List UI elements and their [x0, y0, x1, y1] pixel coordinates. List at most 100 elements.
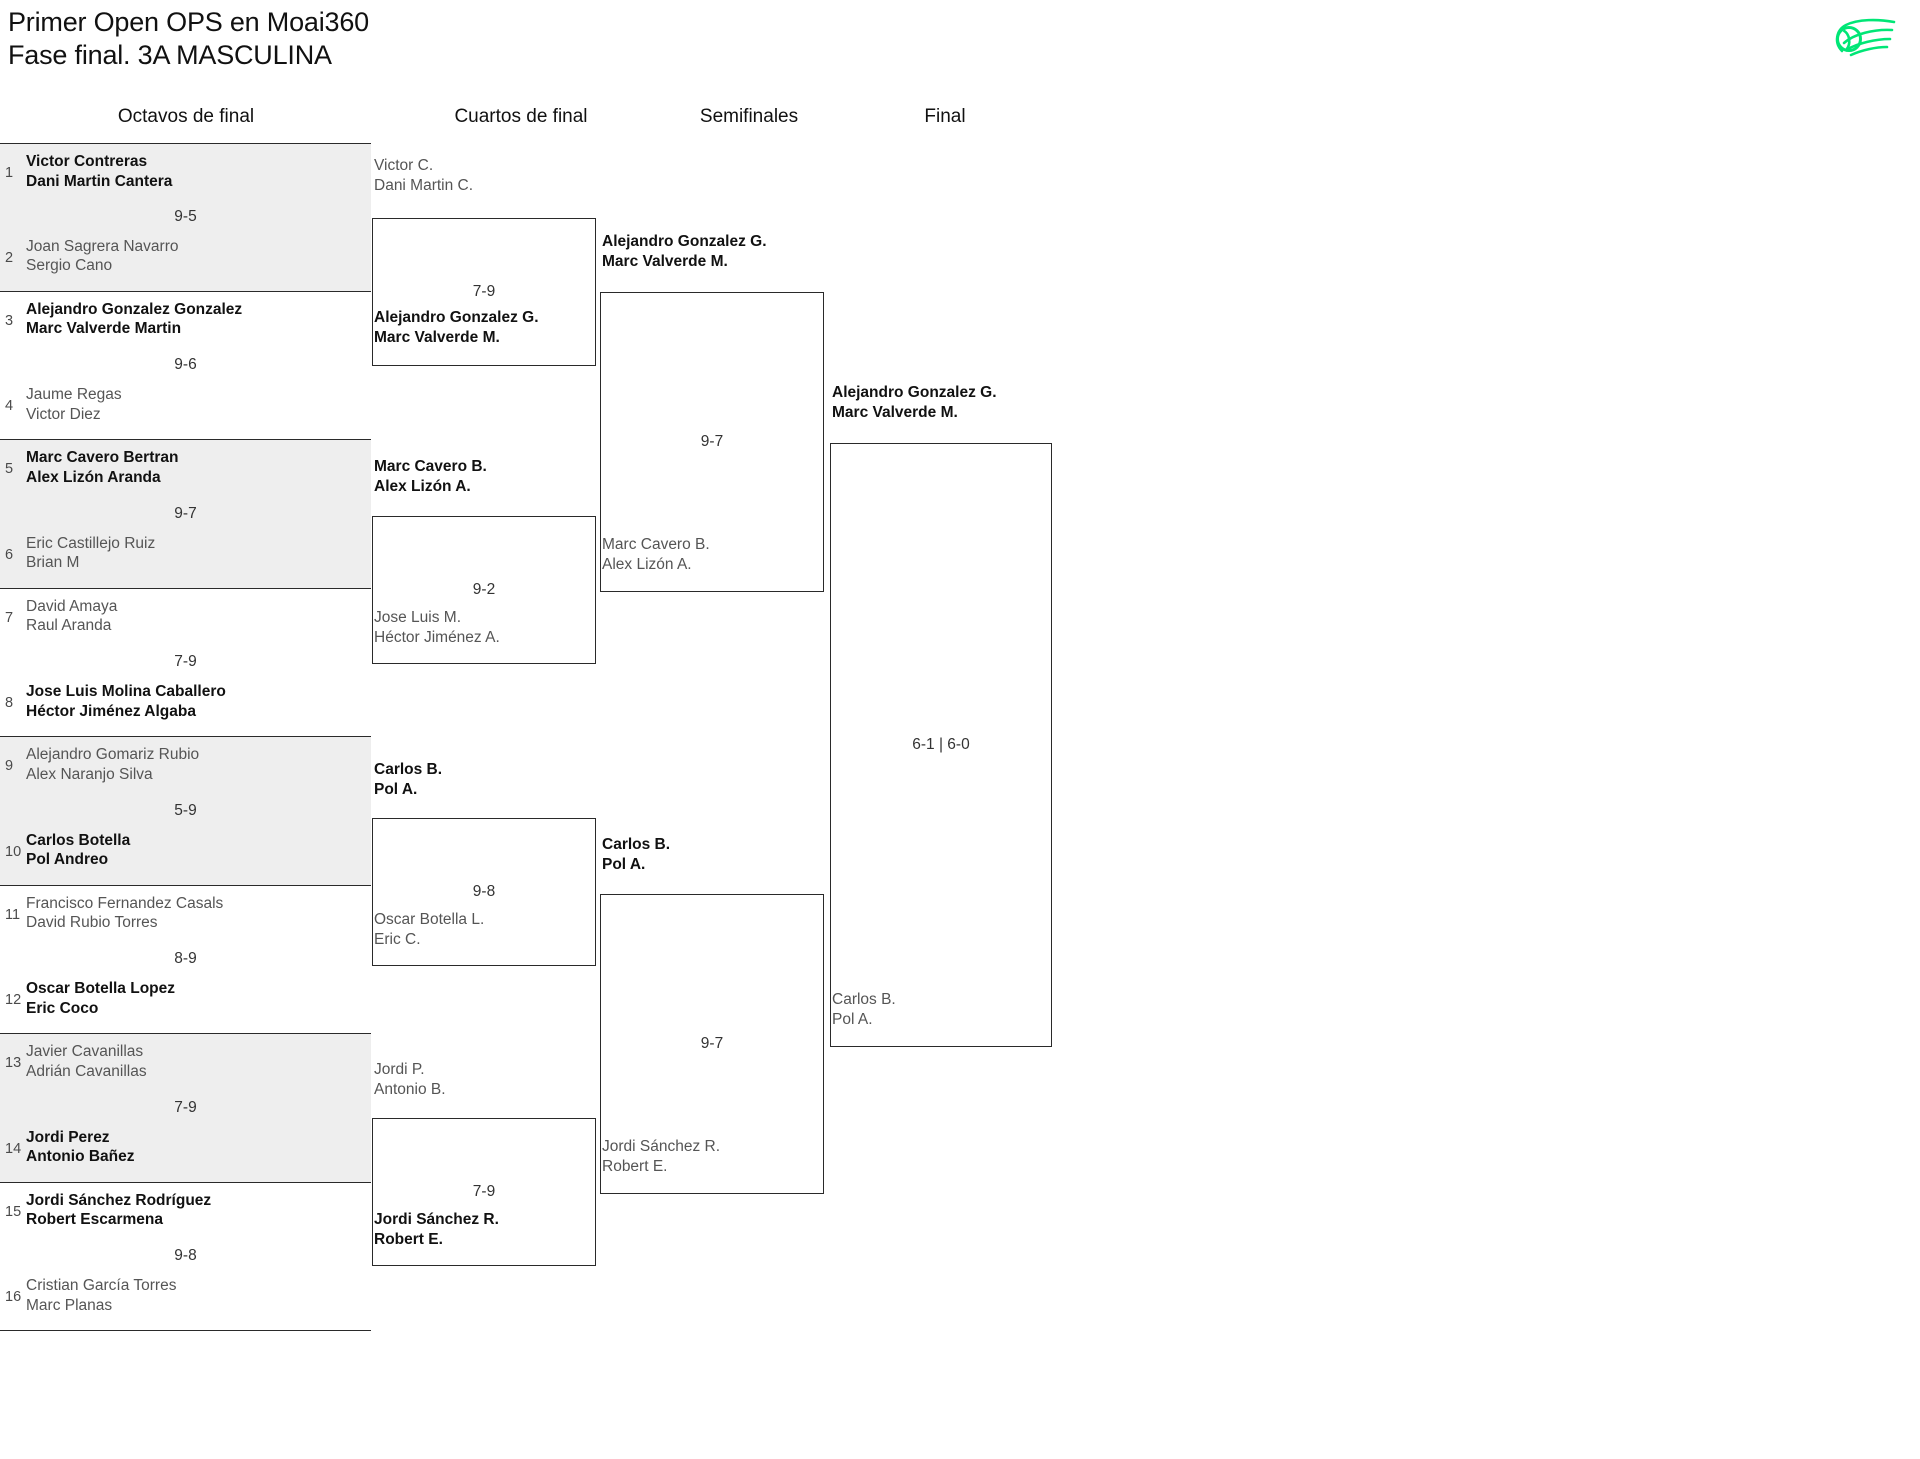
qf-match-4-box[interactable]: 7-9	[372, 1118, 596, 1266]
player-name: Francisco Fernandez Casals	[26, 894, 224, 912]
player-name: David Rubio Torres	[26, 914, 158, 931]
player-name: Antonio B.	[374, 1080, 446, 1098]
player-name: Alex Naranjo Silva	[26, 765, 153, 783]
r16-match-3[interactable]: 5 Marc Cavero Bertran Alex Lizón Aranda …	[0, 440, 371, 589]
r16-team-4[interactable]: 4 Jaume Regas Victor Diez	[0, 385, 371, 431]
r16-match-2[interactable]: 3 Alejandro Gonzalez Gonzalez Marc Valve…	[0, 292, 371, 440]
player-name: Jordi Perez	[26, 1128, 110, 1146]
qf-1-team-top[interactable]: Victor C. Dani Martin C.	[374, 156, 473, 195]
player-name: Dani Martin Cantera	[26, 172, 173, 190]
player-name: Jordi Sánchez R.	[602, 1138, 721, 1155]
r16-team-13[interactable]: 13 Javier Cavanillas Adrián Cavanillas	[0, 1042, 371, 1088]
qf-4-team-top[interactable]: Jordi P. Antonio B.	[374, 1060, 446, 1099]
player-name: Adrián Cavanillas	[26, 1062, 147, 1080]
player-name: Javier Cavanillas	[26, 1043, 144, 1060]
player-name: Alejandro Gonzalez Gonzalez	[26, 300, 243, 318]
r16-match-6[interactable]: 11 Francisco Fernandez Casals David Rubi…	[0, 886, 371, 1034]
player-name: Alejandro Gonzalez G.	[832, 384, 997, 401]
seed-number: 6	[5, 546, 14, 563]
player-name: Marc Cavero B.	[374, 458, 487, 475]
r16-team-5[interactable]: 5 Marc Cavero Bertran Alex Lizón Aranda	[0, 448, 371, 494]
match-score: 6-1 | 6-0	[912, 736, 970, 753]
final-match-box[interactable]: 6-1 | 6-0	[830, 443, 1052, 1047]
sf-1-team-top[interactable]: Alejandro Gonzalez G. Marc Valverde M.	[602, 232, 767, 271]
match-score: 9-7	[174, 504, 197, 522]
r16-team-12[interactable]: 12 Oscar Botella Lopez Eric Coco	[0, 979, 371, 1025]
player-name: Pol A.	[832, 1010, 873, 1028]
match-score: 5-9	[174, 801, 197, 819]
r16-team-2[interactable]: 2 Joan Sagrera Navarro Sergio Cano	[0, 237, 371, 283]
player-name: Robert Escarmena	[26, 1211, 163, 1228]
tournament-title: Primer Open OPS en Moai360 Fase final. 3…	[8, 6, 369, 72]
player-name: Carlos Botella	[26, 831, 131, 849]
match-score: 9-7	[700, 1035, 724, 1052]
qf-match-2-box[interactable]: 9-2	[372, 516, 596, 664]
player-name: Eric C.	[374, 930, 421, 948]
player-name: Brian M	[26, 554, 80, 571]
r16-team-15[interactable]: 15 Jordi Sánchez Rodríguez Robert Escarm…	[0, 1191, 371, 1237]
player-name: Jordi Sánchez R.	[374, 1211, 499, 1228]
player-name: Victor C.	[374, 157, 434, 174]
qf-4-team-bottom[interactable]: Jordi Sánchez R. Robert E.	[374, 1210, 499, 1249]
sf-match-1-box[interactable]: 9-7	[600, 292, 824, 592]
r16-team-11[interactable]: 11 Francisco Fernandez Casals David Rubi…	[0, 894, 371, 940]
player-name: Robert E.	[374, 1230, 443, 1248]
r16-match-7[interactable]: 13 Javier Cavanillas Adrián Cavanillas 7…	[0, 1034, 371, 1183]
player-name: Eric Castillejo Ruiz	[26, 534, 156, 552]
qf-match-1-box[interactable]: 7-9	[372, 218, 596, 366]
player-name: Carlos B.	[602, 836, 671, 853]
r16-match-8[interactable]: 15 Jordi Sánchez Rodríguez Robert Escarm…	[0, 1183, 371, 1331]
player-name: Jordi Sánchez Rodríguez	[26, 1191, 212, 1209]
player-name: Alejandro Gomariz Rubio	[26, 746, 200, 763]
sf-2-team-bottom[interactable]: Jordi Sánchez R. Robert E.	[602, 1137, 720, 1176]
sf-match-2-box[interactable]: 9-7	[600, 894, 824, 1194]
r16-team-6[interactable]: 6 Eric Castillejo Ruiz Brian M	[0, 534, 371, 580]
r16-team-10[interactable]: 10 Carlos Botella Pol Andreo	[0, 831, 371, 877]
player-name: Joan Sagrera Navarro	[26, 237, 179, 255]
player-name: Héctor Jiménez Algaba	[26, 702, 196, 720]
padel-ball-logo	[1832, 12, 1898, 62]
player-name: Héctor Jiménez A.	[374, 628, 500, 646]
qf-3-team-top[interactable]: Carlos B. Pol A.	[374, 760, 442, 799]
match-score: 7-9	[174, 1098, 197, 1116]
player-name: Carlos B.	[832, 991, 896, 1008]
final-team-bottom[interactable]: Carlos B. Pol A.	[832, 990, 896, 1029]
sf-1-team-bottom[interactable]: Marc Cavero B. Alex Lizón A.	[602, 535, 710, 574]
player-name: Alejandro Gonzalez G.	[602, 233, 767, 250]
qf-3-team-bottom[interactable]: Oscar Botella L. Eric C.	[374, 910, 484, 949]
r16-team-16[interactable]: 16 Cristian García Torres Marc Planas	[0, 1276, 371, 1322]
r16-match-1[interactable]: 1 Victor Contreras Dani Martin Cantera 9…	[0, 143, 371, 292]
qf-1-team-bottom[interactable]: Alejandro Gonzalez G. Marc Valverde M.	[374, 308, 539, 347]
player-name: Marc Valverde M.	[832, 403, 958, 421]
r16-team-14[interactable]: 14 Jordi Perez Antonio Bañez	[0, 1128, 371, 1174]
r16-team-3[interactable]: 3 Alejandro Gonzalez Gonzalez Marc Valve…	[0, 300, 371, 346]
player-name: Pol A.	[602, 855, 646, 873]
seed-number: 14	[5, 1140, 22, 1157]
seed-number: 3	[5, 312, 14, 329]
player-name: Marc Cavero B.	[602, 536, 710, 553]
player-name: Cristian García Torres	[26, 1277, 177, 1294]
player-name: Marc Valverde Martin	[26, 320, 182, 337]
r16-team-7[interactable]: 7 David Amaya Raul Aranda	[0, 597, 371, 643]
sf-2-team-top[interactable]: Carlos B. Pol A.	[602, 835, 670, 874]
r16-team-9[interactable]: 9 Alejandro Gomariz Rubio Alex Naranjo S…	[0, 745, 371, 791]
seed-number: 15	[5, 1203, 22, 1220]
r16-team-1[interactable]: 1 Victor Contreras Dani Martin Cantera	[0, 152, 371, 198]
player-name: Oscar Botella Lopez	[26, 980, 176, 997]
r16-match-4[interactable]: 7 David Amaya Raul Aranda 7-9 8 Jose Lui…	[0, 589, 371, 737]
final-team-top[interactable]: Alejandro Gonzalez G. Marc Valverde M.	[832, 383, 997, 422]
player-name: Victor Contreras	[26, 153, 148, 170]
qf-2-team-top[interactable]: Marc Cavero B. Alex Lizón A.	[374, 457, 487, 496]
qf-2-team-bottom[interactable]: Jose Luis M. Héctor Jiménez A.	[374, 608, 500, 647]
player-name: Marc Cavero Bertran	[26, 449, 179, 466]
player-name: Jose Luis Molina Caballero	[26, 683, 226, 700]
qf-match-3-box[interactable]: 9-8	[372, 818, 596, 966]
seed-number: 9	[5, 758, 14, 774]
player-name: Sergio Cano	[26, 257, 113, 274]
player-name: Marc Planas	[26, 1296, 113, 1314]
r16-team-8[interactable]: 8 Jose Luis Molina Caballero Héctor Jimé…	[0, 682, 371, 728]
player-name: Alex Lizón A.	[602, 555, 692, 573]
r16-match-5[interactable]: 9 Alejandro Gomariz Rubio Alex Naranjo S…	[0, 737, 371, 886]
seed-number: 10	[5, 843, 22, 860]
